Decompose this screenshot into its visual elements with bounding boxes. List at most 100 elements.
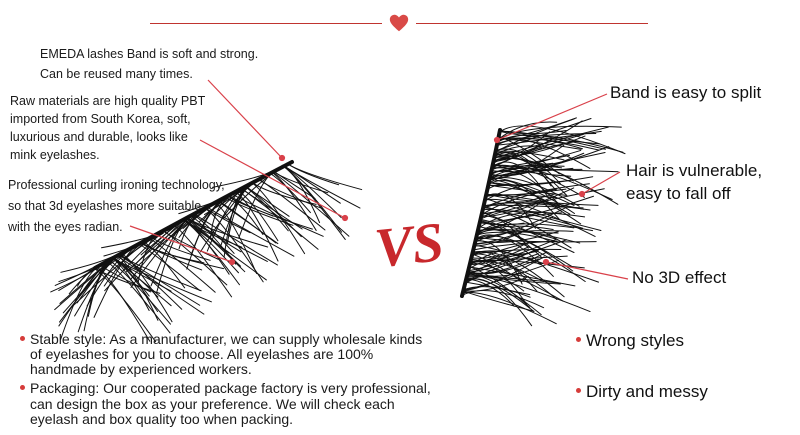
lash-strand [184,217,246,273]
lash-strand [496,132,597,145]
lash-strand [59,258,116,323]
lash-strand [228,196,313,230]
lash-strand [58,261,106,291]
lash-strand [137,230,161,283]
lash-strand [462,290,535,312]
lash-strand [178,189,241,215]
bullet-text: Wrong styles [586,331,684,350]
callout-hair-1: Hair is vulnerable, [626,161,763,180]
bullet-packaging-2: can design the box as your preference. W… [30,396,395,412]
lash-strand [285,166,341,204]
lash-strand [178,206,210,238]
note-material-3: luxurious and durable, looks like [10,130,188,144]
emeda-lash-image [50,160,363,343]
note-material-2: imported from South Korea, soft, [10,112,191,126]
lash-strand [113,257,159,312]
bullet-dirty-messy: Dirty and messy [576,381,708,403]
lash-strand [223,186,248,258]
lash-strand [470,241,529,259]
lash-strand [211,166,283,188]
bullet-dot-icon [20,335,25,341]
lash-strand [469,255,568,264]
lash-strand [466,275,591,313]
lash-strand [462,286,531,298]
lash-strand [70,239,149,309]
lash-strand [487,166,559,185]
lash-strand [187,217,269,248]
lash-strand [469,258,528,305]
bullet-text: Dirty and messy [586,382,708,401]
bullet-packaging: Packaging: Our cooperated package factor… [20,381,431,396]
lash-strand [475,228,558,240]
lash-strand [269,172,311,214]
lash-strand [475,236,597,243]
header-rule-left [150,23,382,24]
bullet-stable-style-3: handmade by experienced workers. [30,361,252,377]
lash-strand [54,256,112,286]
lash-strand [473,225,537,245]
lash-strand [478,220,581,244]
lash-strand [462,291,557,325]
lash-strand [468,238,557,266]
note-curling-2: so that 3d eyelashes more suitable [8,199,202,213]
heart-icon [389,14,409,32]
lash-strand [478,195,594,222]
lash-strand [99,264,152,293]
lash-strand [479,193,557,219]
lash-strand [230,192,324,237]
lash-strand [499,130,606,150]
lash-strand [475,231,555,242]
lash-strand [284,166,361,209]
lash-strand [185,220,239,274]
lash-strand [483,197,602,231]
lash-strand [238,168,276,239]
lash-strand [58,257,113,327]
note-band: EMEDA lashes Band is soft and strong. [40,47,259,61]
lash-strand [484,194,558,199]
lash-strand [489,146,610,176]
lash-strand [470,251,565,298]
lash-strand [489,152,585,177]
lash-strand [490,167,574,173]
lash-strand [245,186,302,238]
lash-strand [253,183,317,205]
lash-strand [465,276,561,284]
lash-strand [497,117,577,140]
lash-strand [54,247,129,311]
lash-strand [172,224,233,298]
bullet-dot-icon [576,337,581,343]
note-material-4: mink eyelashes. [10,148,100,162]
bullet-stable-style-2: of eyelashes for you to choose. All eyel… [30,346,374,362]
bullet-stable-style: Stable style: As a manufacturer, we can … [20,332,422,347]
lash-strand [473,244,599,283]
note-curling-3: with the eyes radian. [8,220,123,234]
lash-strand [195,214,278,266]
lash-strand [273,171,316,200]
lash-strand [484,194,585,210]
lash-strand [220,181,254,247]
callout-no-3d: No 3D effect [632,268,727,287]
header-rule-right [416,23,648,24]
lash-strand [481,208,584,229]
callout-hair-2: easy to fall off [626,184,731,203]
lash-strand [471,250,542,266]
lash-strand [483,183,539,203]
bullet-wrong-styles: Wrong styles [576,330,684,352]
lash-strand [470,248,562,257]
lash-strand [101,226,174,249]
lash-strand [475,212,562,235]
lash-strand [464,253,539,282]
lash-strand [217,200,279,245]
lash-strand [476,212,542,230]
lash-strand [479,187,575,217]
lash-strand [139,243,201,291]
lash-strand [242,189,319,250]
lash-strand [462,259,560,291]
lash-strand [60,251,122,273]
lash-strand [471,253,523,283]
lash-strand [206,208,251,234]
lash-strand [95,269,157,343]
lash-strand [467,239,568,272]
lash-strand [479,188,558,217]
lash-strand [122,253,173,323]
